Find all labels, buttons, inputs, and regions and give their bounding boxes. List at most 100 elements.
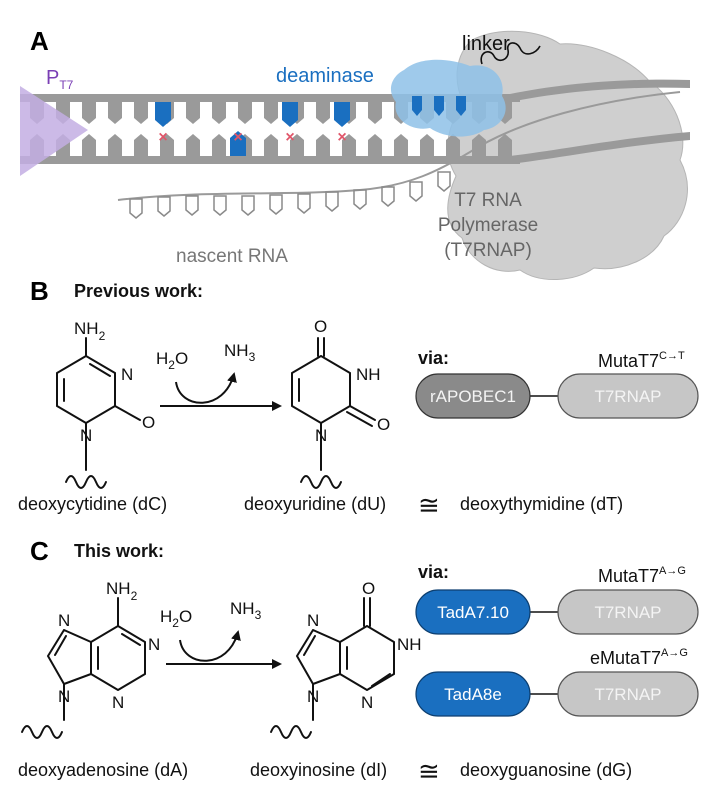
mismatch-marks: × × × × (158, 129, 346, 146)
dna-base (108, 102, 122, 124)
dna-base (316, 102, 330, 124)
dna-base (108, 134, 122, 156)
via-label: via: (418, 348, 449, 368)
n3-atom-product: N (361, 693, 373, 712)
deamination-arrow-c: H2O NH3 (160, 599, 282, 669)
deamination-arrow-b: H2O NH3 (156, 341, 282, 411)
dna-base (212, 102, 226, 124)
mutat7-ct-label: MutaT7C→T (598, 350, 685, 371)
water-reagent: H2O (156, 349, 188, 372)
n1-atom: N (148, 635, 160, 654)
dna-base (186, 134, 200, 156)
rna-base (437, 171, 451, 192)
carbonyl-oxygen: O (362, 579, 375, 598)
deoxyadenosine-label: deoxyadenosine (dA) (18, 760, 188, 780)
rna-base (297, 193, 311, 214)
promoter-main: P (46, 67, 59, 89)
n1-atom: N (80, 426, 92, 445)
t7rnap-domain (557, 373, 699, 419)
nascent-rna-bases (129, 171, 451, 219)
mismatch-mark: × (285, 129, 294, 146)
rna-base (129, 198, 143, 219)
deaminase-domain (390, 59, 506, 137)
dna-top-backbone (20, 94, 520, 102)
dna-top-strand-downstream (510, 79, 690, 102)
rna-base (269, 194, 283, 215)
n7-atom: N (58, 611, 70, 630)
carbonyl-oxygen: O (142, 413, 155, 432)
dna-base (420, 134, 434, 156)
dna-bottom-backbone (20, 156, 520, 164)
deoxyguanosine-label: deoxyguanosine (dG) (460, 760, 632, 780)
deoxyadenosine-structure: NH2 N N N N (21, 579, 160, 739)
polymerase-label-line2: Polymerase (438, 215, 538, 236)
nascent-rna-strand (117, 91, 681, 201)
amine-group: NH2 (74, 319, 106, 343)
dna-base (446, 134, 460, 156)
linker-label: linker (462, 33, 510, 55)
deaminase-label: deaminase (276, 65, 374, 87)
panel-b-letter: B (30, 276, 49, 306)
mismatch-mark: × (233, 129, 242, 146)
t7-promoter-shape (20, 86, 88, 176)
promoter-label: PT7 (46, 67, 74, 92)
equivalence-symbol: ≅ (418, 756, 440, 786)
amine-group: NH2 (106, 579, 138, 603)
deoxythymidine-label: deoxythymidine (dT) (460, 494, 623, 514)
rna-base (353, 189, 367, 210)
deoxycytidine-label: deoxycytidine (dC) (18, 494, 167, 514)
via-label: via: (418, 562, 449, 582)
panel-c-letter: C (30, 536, 49, 566)
t7rnap-domain (557, 589, 699, 635)
deoxyuridine-label: deoxyuridine (dU) (244, 494, 386, 514)
dna-base (290, 134, 304, 156)
deoxyinosine-label: deoxyinosine (dI) (250, 760, 387, 780)
dna-base (498, 134, 512, 156)
n9-atom-product: N (307, 687, 319, 706)
o2-atom: O (377, 415, 390, 434)
panel-a: A PT7 (20, 26, 690, 280)
t7rnap-label: T7RNAP (594, 685, 661, 704)
dna-base (316, 134, 330, 156)
n7-atom-product: N (307, 611, 319, 630)
rna-base (185, 195, 199, 216)
rna-base (213, 195, 227, 216)
tada710-label: TadA7.10 (437, 603, 509, 622)
deaminase-edited-bases (412, 96, 466, 116)
n9-atom: N (58, 687, 70, 706)
dna-base (264, 134, 278, 156)
dna-base (472, 134, 486, 156)
t7rnap-domain (557, 671, 699, 717)
tada8e-domain (415, 671, 531, 717)
rna-base (157, 196, 171, 217)
dna-bottom-strand-downstream (510, 132, 690, 164)
tada8e-label: TadA8e (444, 685, 502, 704)
ammonia-product: NH3 (230, 599, 262, 622)
ammonia-product: NH3 (224, 341, 256, 364)
dna-base (186, 102, 200, 124)
tada710-domain (415, 589, 531, 635)
o4-atom: O (314, 317, 327, 336)
nh-group: NH (397, 635, 422, 654)
water-reagent: H2O (160, 607, 192, 630)
n1-atom-product: N (315, 426, 327, 445)
panel-c-heading: This work: (74, 541, 164, 561)
rapobec1-domain (415, 373, 531, 419)
dna-base (368, 102, 382, 124)
rna-base (241, 195, 255, 216)
dna-base (82, 134, 96, 156)
panel-c: C This work: NH2 N N N N H2O NH3 (18, 536, 699, 786)
mismatch-mark: × (158, 129, 167, 146)
panel-a-letter: A (30, 26, 49, 56)
n3-atom: N (112, 693, 124, 712)
dna-base (342, 134, 356, 156)
deoxyuridine-structure: O NH N O (291, 317, 390, 489)
dna-base (134, 134, 148, 156)
emutat7-ag-label: eMutaT7A→G (590, 647, 688, 668)
nascent-rna-label: nascent RNA (176, 246, 288, 267)
dna-base (212, 134, 226, 156)
nh-group: NH (356, 365, 381, 384)
panel-b-heading: Previous work: (74, 281, 203, 301)
t7rnap-label: T7RNAP (594, 387, 661, 406)
dna-base (160, 134, 174, 156)
